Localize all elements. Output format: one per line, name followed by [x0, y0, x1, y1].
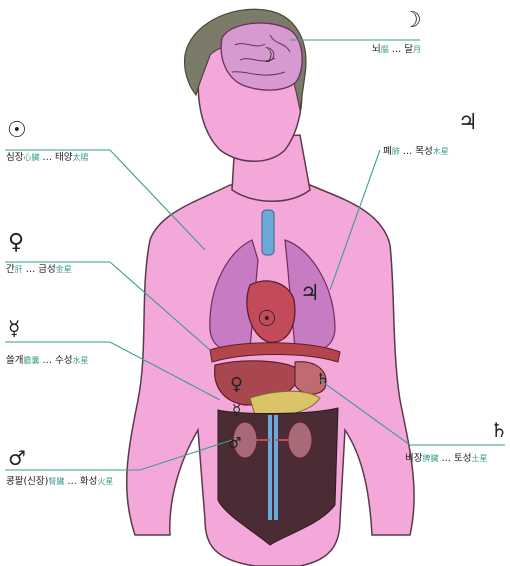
label-brain: 뇌腦 … 달月: [372, 44, 421, 56]
label-spleen: 비장脾臟 … 토성土星: [405, 453, 488, 465]
mars-icon: ♂: [8, 448, 26, 468]
label-lung: 폐肺 … 목성木星: [383, 146, 449, 158]
label-kidney: 콩팥(신장)腎臟 … 화성火星: [6, 476, 113, 488]
label-gallbladder: 쓸개膽囊 … 수성水星: [6, 355, 89, 367]
saturn-icon: ♄: [490, 420, 508, 440]
moon-icon: ☽: [402, 10, 422, 32]
kidney-mars-symbol: ♂: [228, 434, 241, 452]
lung-jupiter-symbol: ♃: [300, 281, 320, 306]
brain-moon-symbol: ☽: [258, 43, 276, 67]
right-kidney: [288, 422, 312, 458]
label-heart: 심장心臟 … 태양太陽: [6, 152, 89, 164]
venus-icon: ♀: [8, 232, 24, 254]
trachea: [262, 210, 274, 255]
sun-icon: ☉: [7, 120, 27, 142]
heart-sun-symbol: ☉: [257, 307, 277, 332]
jupiter-icon: ♃: [458, 112, 478, 134]
gall-mercury-symbol: ☿: [232, 401, 241, 419]
liver-venus-symbol: ♀: [230, 374, 243, 395]
mercury-icon: ☿: [8, 318, 20, 338]
label-liver: 간肝 … 금성金星: [6, 264, 72, 276]
